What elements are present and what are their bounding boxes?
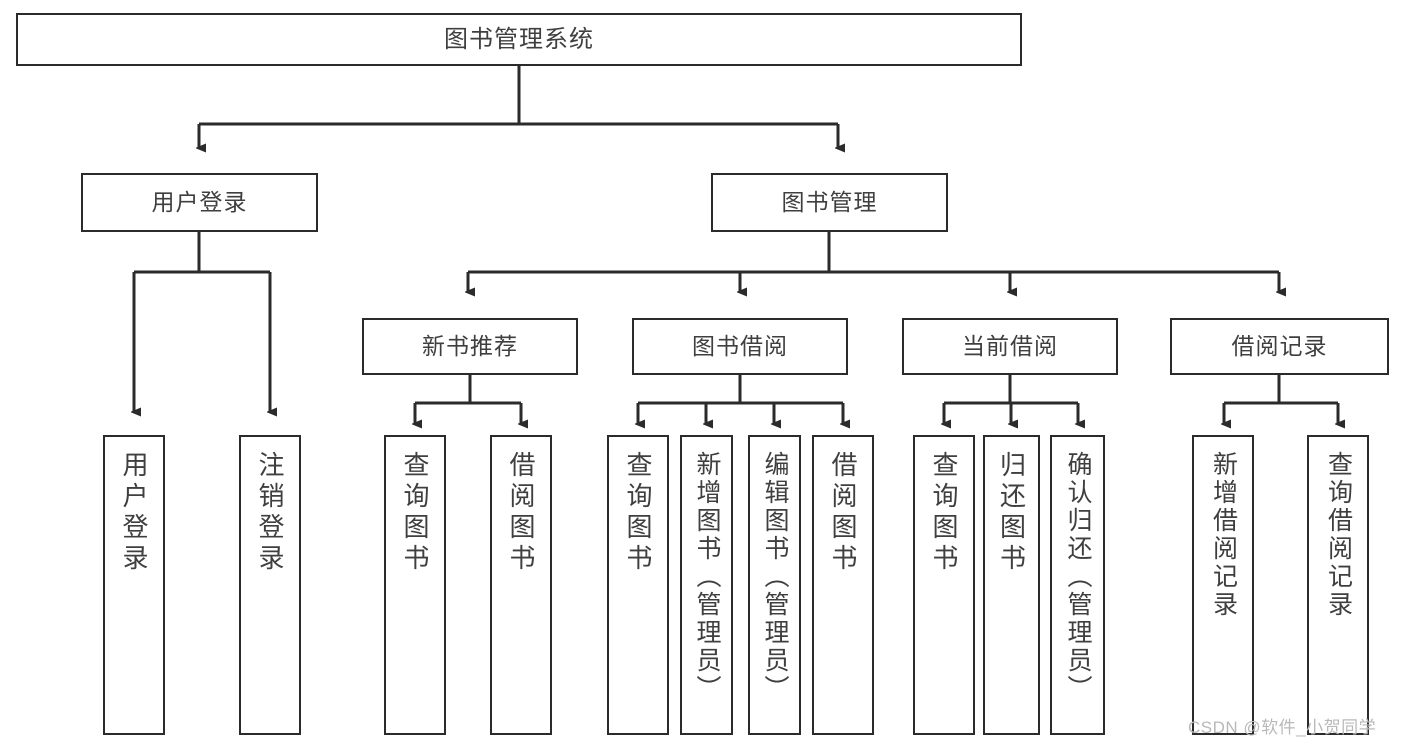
node-label: 归还图书 <box>996 451 1027 575</box>
node-label: 确认归还（管理员） <box>1064 451 1092 703</box>
node-label: 借阅记录 <box>1231 333 1328 360</box>
node-leaf-add-borrow-record[interactable]: 新增借阅记录 <box>1192 435 1254 735</box>
node-label: 图书管理 <box>781 189 878 216</box>
node-leaf-borrow-book-recommend[interactable]: 借阅图书 <box>490 435 552 735</box>
node-root-system[interactable]: 图书管理系统 <box>16 13 1022 66</box>
node-leaf-query-book-current[interactable]: 查询图书 <box>913 435 975 735</box>
node-label: 编辑图书（管理员） <box>761 451 789 703</box>
node-leaf-edit-book-admin[interactable]: 编辑图书（管理员） <box>748 435 801 735</box>
node-new-book-recommend[interactable]: 新书推荐 <box>362 318 578 375</box>
node-label: 新增图书（管理员） <box>693 451 721 703</box>
node-label: 注销登录 <box>255 451 285 575</box>
node-label: 图书借阅 <box>692 333 788 360</box>
node-leaf-user-login[interactable]: 用户登录 <box>103 435 165 735</box>
node-leaf-logout[interactable]: 注销登录 <box>239 435 301 735</box>
node-label: 用户登录 <box>151 189 248 216</box>
node-leaf-return-book[interactable]: 归还图书 <box>983 435 1040 735</box>
node-current-borrow[interactable]: 当前借阅 <box>902 318 1118 375</box>
node-leaf-borrow-book[interactable]: 借阅图书 <box>812 435 874 735</box>
node-leaf-confirm-return-admin[interactable]: 确认归还（管理员） <box>1050 435 1105 735</box>
node-label: 查询图书 <box>623 451 653 575</box>
node-label: 新增借阅记录 <box>1209 451 1238 619</box>
node-book-borrow[interactable]: 图书借阅 <box>632 318 848 375</box>
node-label: 用户登录 <box>119 451 149 575</box>
node-borrow-record[interactable]: 借阅记录 <box>1170 318 1389 375</box>
node-label: 查询图书 <box>400 451 430 575</box>
node-user-login[interactable]: 用户登录 <box>81 173 318 232</box>
node-leaf-query-book-borrow[interactable]: 查询图书 <box>607 435 669 735</box>
node-label: 新书推荐 <box>422 333 518 360</box>
node-leaf-query-book-recommend[interactable]: 查询图书 <box>384 435 446 735</box>
node-leaf-query-borrow-record[interactable]: 查询借阅记录 <box>1307 435 1369 735</box>
node-label: 借阅图书 <box>828 451 858 575</box>
node-label: 当前借阅 <box>962 333 1058 360</box>
node-book-management[interactable]: 图书管理 <box>711 173 948 232</box>
node-label: 图书管理系统 <box>444 25 594 53</box>
node-leaf-add-book-admin[interactable]: 新增图书（管理员） <box>680 435 733 735</box>
watermark-text: CSDN @软件_小贺同学 <box>1188 718 1377 737</box>
node-label: 查询图书 <box>929 451 959 575</box>
node-label: 借阅图书 <box>506 451 536 575</box>
node-label: 查询借阅记录 <box>1324 451 1353 619</box>
